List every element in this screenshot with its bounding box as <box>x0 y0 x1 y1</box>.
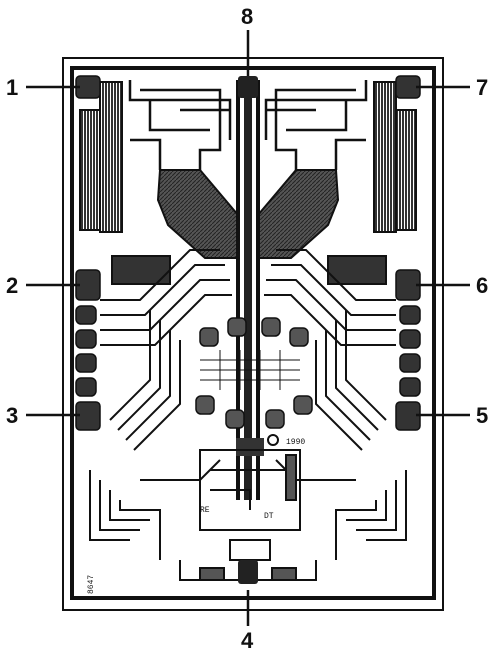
center-grid <box>200 350 300 390</box>
left-bond-pads <box>75 75 101 431</box>
pin-label-8: 8 <box>241 4 253 29</box>
top-bond-pad <box>238 76 258 98</box>
alignment-mark <box>267 434 279 446</box>
left-resistor-block <box>111 255 171 285</box>
right-capacitor-array <box>373 81 417 233</box>
die-corner-code: 8647 <box>87 575 96 594</box>
pin-label-7: 7 <box>476 75 488 100</box>
top-routing <box>128 80 368 170</box>
left-power-transistor <box>156 169 239 259</box>
die-left-code: RE <box>200 506 210 515</box>
pin-label-6: 6 <box>476 273 488 298</box>
right-power-transistor <box>257 169 340 259</box>
die-inner-ring <box>70 66 436 600</box>
pin-label-2: 2 <box>6 273 18 298</box>
lower-center-routing <box>199 449 301 561</box>
die-year-marking: 1990 <box>286 438 305 447</box>
central-bus <box>236 80 260 500</box>
pin-label-4: 4 <box>241 628 254 652</box>
pin-leaders <box>26 30 470 626</box>
lower-center-block <box>236 438 264 456</box>
pin-label-1: 1 <box>6 75 18 100</box>
pin-label-3: 3 <box>6 403 18 428</box>
right-fan-routing <box>264 249 407 560</box>
left-capacitor-array <box>79 81 123 233</box>
die-right-code: DT <box>264 512 274 521</box>
bottom-routing <box>179 560 317 581</box>
center-transistor-array <box>195 317 313 429</box>
right-resistor-block <box>327 255 387 285</box>
bottom-bond-pad <box>238 560 258 584</box>
pin-label-5: 5 <box>476 403 488 428</box>
right-bond-pads <box>395 75 421 431</box>
